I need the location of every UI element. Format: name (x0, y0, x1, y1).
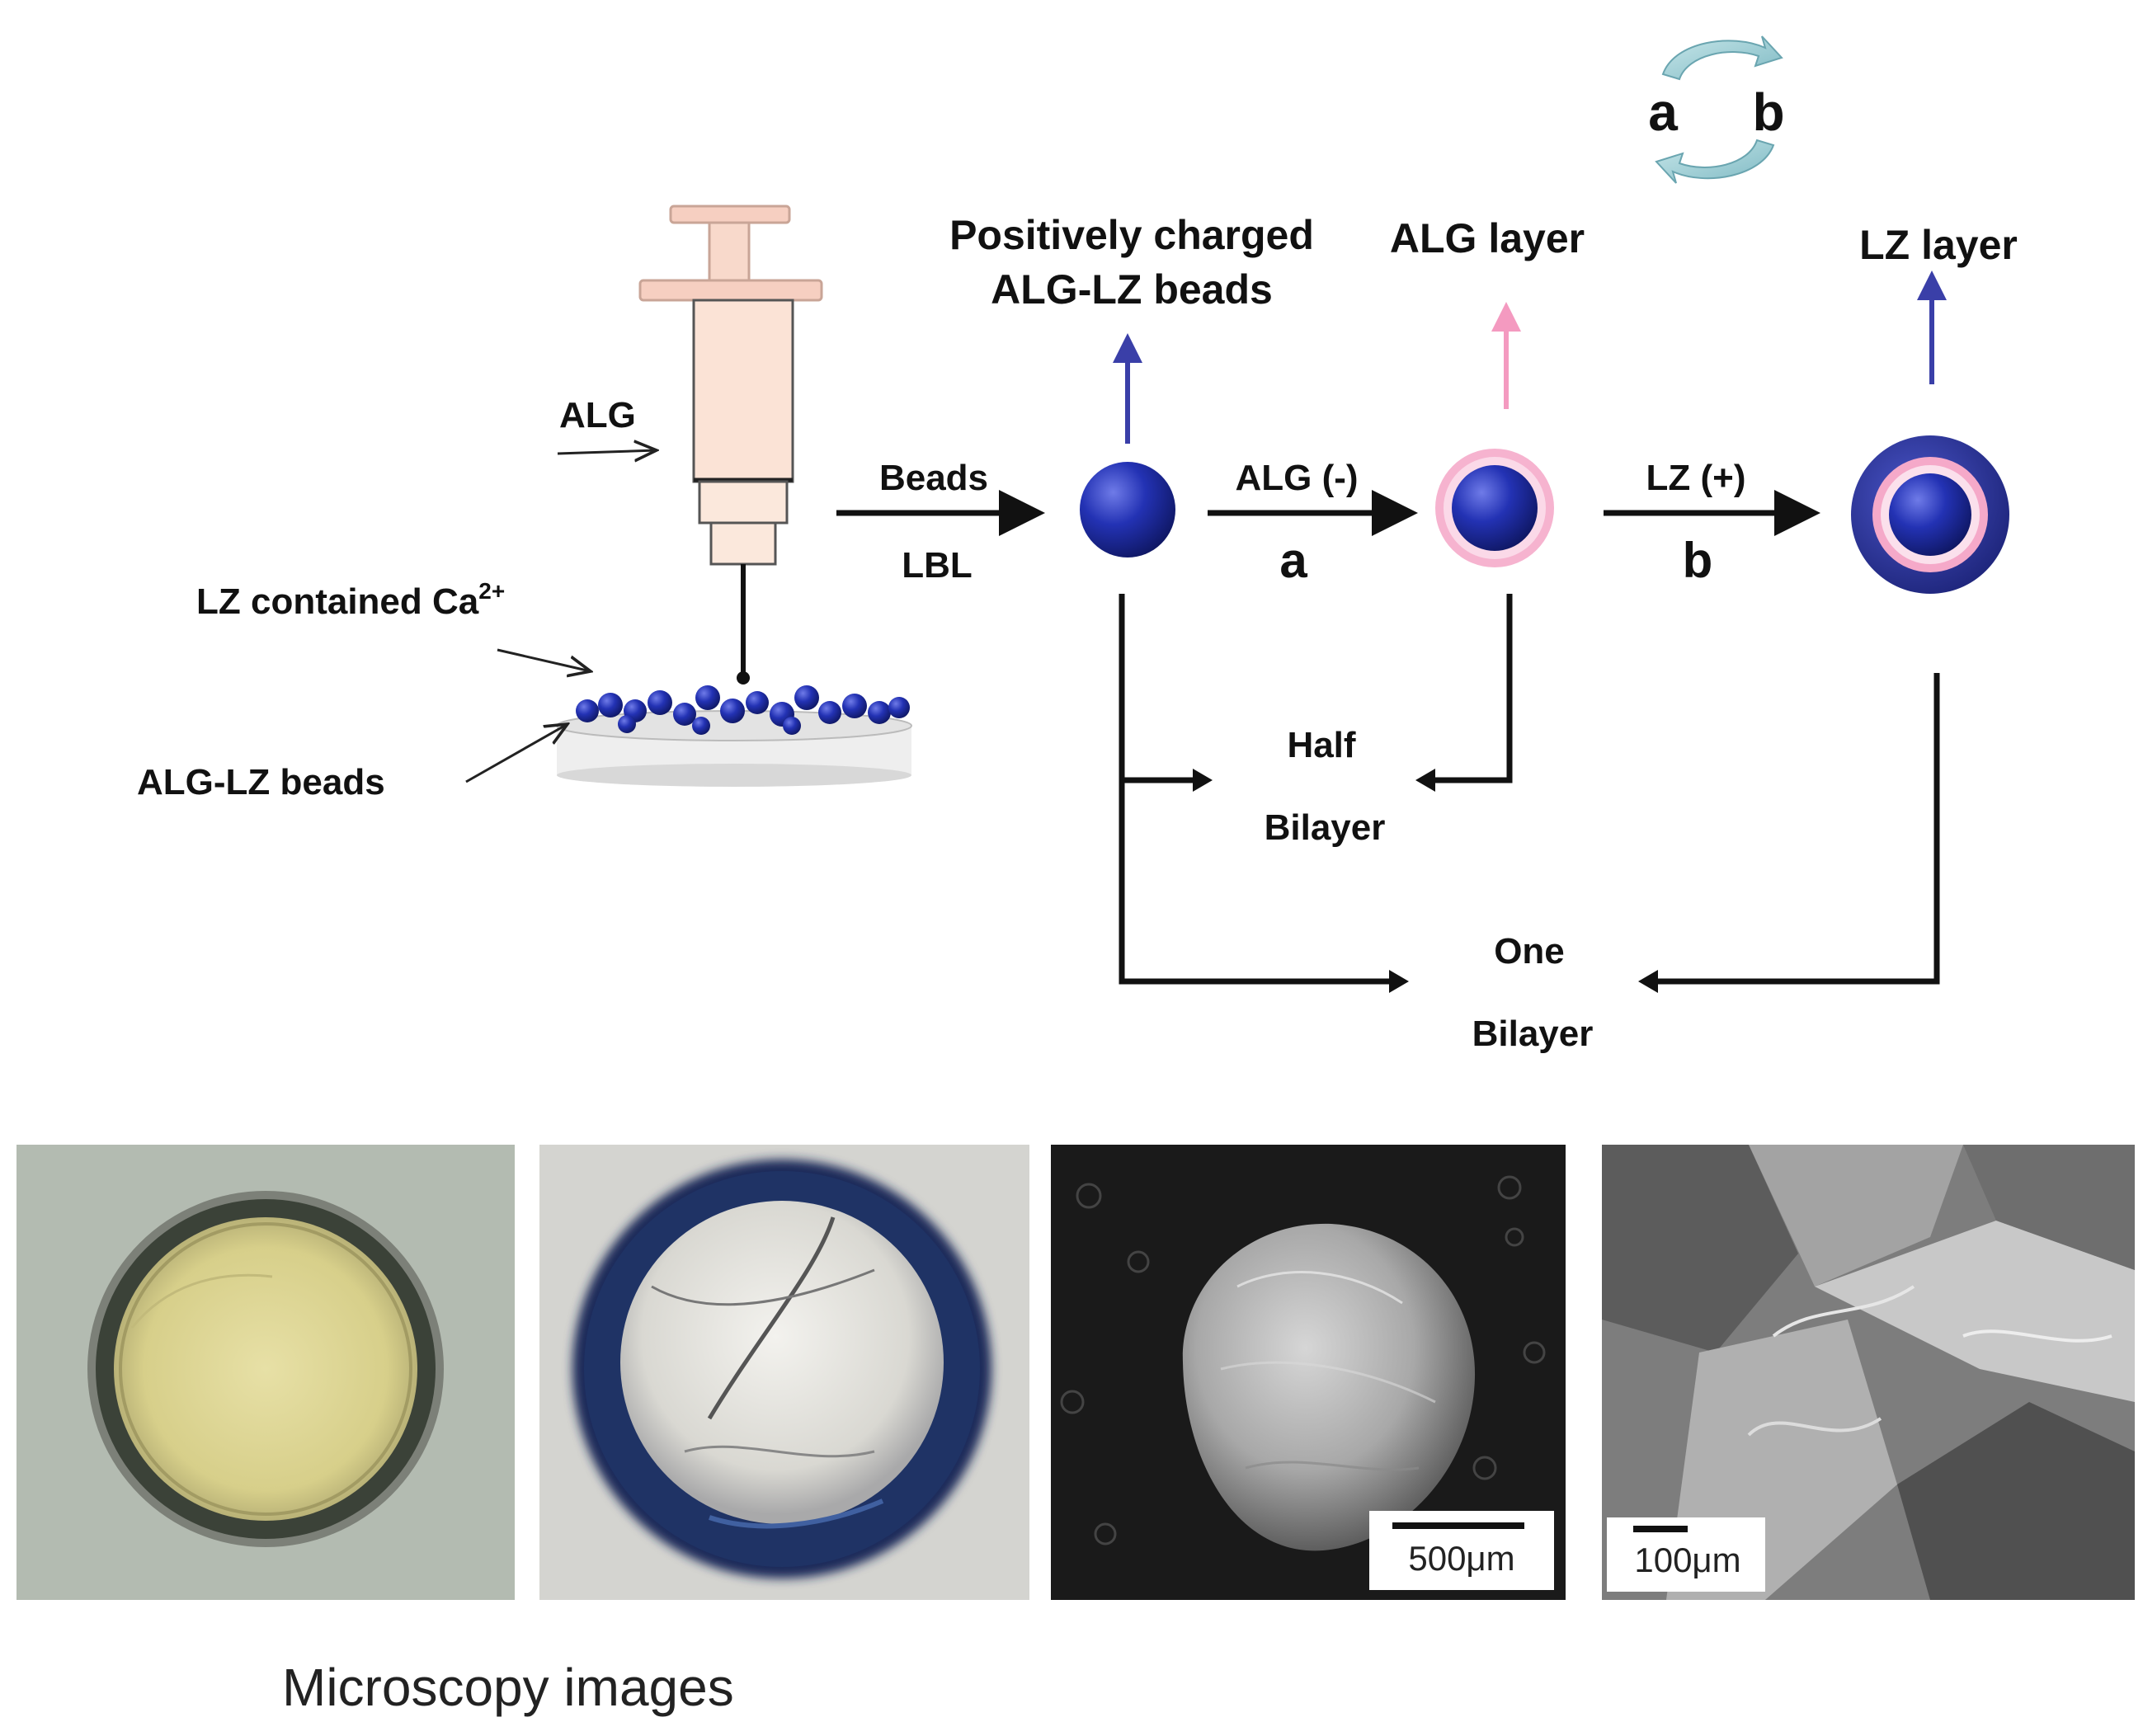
alg-layer-label: ALG layer (1390, 215, 1585, 261)
step-a-label: a (1279, 533, 1307, 588)
half-bilayer-label: Half (1287, 725, 1355, 765)
scalebar-500: 500μm (1408, 1539, 1514, 1578)
connector-lines (1119, 594, 1940, 985)
lbl-label: LBL (902, 545, 973, 586)
lz-plus-label: LZ (+) (1646, 458, 1746, 498)
bead-positively-charged (1080, 462, 1175, 557)
positively-charged-label: Positively charged (949, 212, 1314, 258)
connector-arrowheads (1193, 769, 1658, 993)
lz-layer-label: LZ layer (1859, 222, 2018, 268)
alg-input-arrow (557, 450, 657, 454)
microscopy-caption: Microscopy images (282, 1658, 734, 1717)
bead-alg-layer (1435, 449, 1554, 567)
syringe-icon (638, 205, 823, 685)
lz-ca-arrow (497, 648, 591, 671)
half-bilayer-label-2: Bilayer (1265, 807, 1386, 848)
scalebar-100: 100μm (1634, 1541, 1740, 1579)
cycle-icon (1655, 35, 1783, 184)
cycle-a-label: a (1648, 82, 1678, 142)
micrograph-optical-2 (539, 1145, 1029, 1600)
micrograph-sem-2 (1602, 1145, 2135, 1600)
micrograph-sem-1 (1051, 1145, 1566, 1600)
beads-label: Beads (879, 458, 988, 498)
step-b-label: b (1683, 533, 1713, 588)
alg-lz-beads-arrow (465, 724, 568, 783)
lz-ca-label: LZ contained Ca2+ (196, 578, 505, 622)
micrograph-optical-1 (16, 1145, 515, 1600)
alg-lz-beads-label: ALG-LZ beads (137, 762, 385, 802)
alg-minus-label: ALG (-) (1235, 458, 1358, 498)
bead-lz-layer (1851, 435, 2009, 594)
petri-dish (556, 710, 912, 787)
bead-cluster (576, 685, 910, 735)
cycle-b-label: b (1752, 82, 1784, 142)
one-bilayer-label: One (1494, 931, 1565, 972)
one-bilayer-label-2: Bilayer (1472, 1014, 1594, 1054)
alg-input-label: ALG (559, 395, 636, 435)
positively-charged-label-2: ALG-LZ beads (991, 266, 1273, 313)
